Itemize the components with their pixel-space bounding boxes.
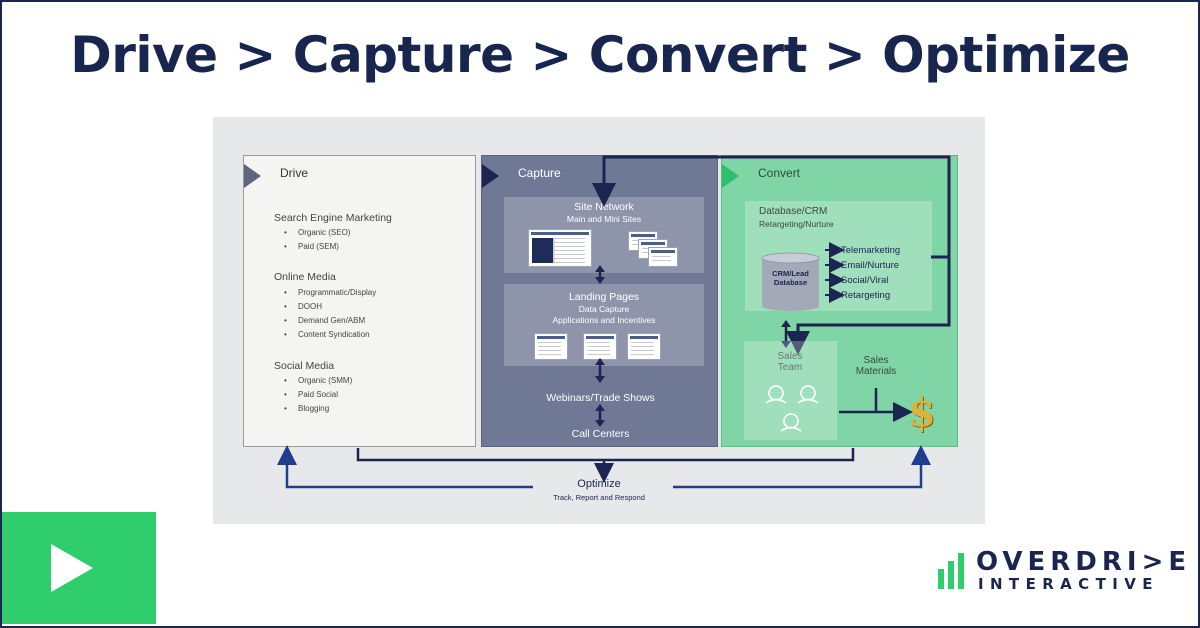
site-network-title: Site Network <box>574 201 634 213</box>
channel-item: Telemarketing <box>841 245 901 256</box>
play-button[interactable] <box>2 512 156 624</box>
channel-item: Retargeting <box>841 290 891 301</box>
drive-list-item: •Organic (SMM) <box>284 376 353 385</box>
drive-list-item: •Organic (SEO) <box>284 228 351 237</box>
optimize-arrow-icon <box>673 445 931 489</box>
play-icon <box>51 544 93 592</box>
sales-team-label: SalesTeam <box>745 351 835 373</box>
convert-arrow-icon <box>722 164 739 188</box>
landing-pages-title: Landing Pages <box>568 291 640 303</box>
loop-arrow-icon <box>786 255 951 355</box>
page-title: Drive > Capture > Convert > Optimize <box>70 26 1130 84</box>
webinars-label: Webinars/Trade Shows <box>546 392 655 404</box>
landing-pages-line: Data Capture <box>578 304 630 314</box>
drive-section-heading: Search Engine Marketing <box>274 212 392 224</box>
drive-list-item: •DOOH <box>284 302 322 311</box>
optimize-title: Optimize <box>577 478 621 490</box>
drive-list-item: •Programmatic/Display <box>284 288 377 297</box>
landing-pages-line: Applications and Incentives <box>552 315 656 325</box>
landing-page-screenshot <box>534 333 568 360</box>
sales-team-box <box>744 341 837 440</box>
website-screenshot <box>648 247 678 267</box>
company-logo: OVERDRI>E INTERACTIVE <box>936 547 1186 595</box>
call-centers-label: Call Centers <box>571 428 630 440</box>
drive-section-heading: Online Media <box>274 271 336 283</box>
optimize-arrow-icon <box>277 445 533 489</box>
optimize-subtitle: Track, Report and Respond <box>553 493 645 502</box>
channel-item: Email/Nurture <box>841 260 900 271</box>
landing-pages-box: Landing Pages Data Capture Applications … <box>504 284 704 366</box>
drive-title: Drive <box>280 166 309 180</box>
person-icon <box>765 385 819 432</box>
logo-wordmark: OVERDRI>E <box>976 547 1192 577</box>
drive-panel: Drive Search Engine Marketing •Organic (… <box>243 155 476 447</box>
channel-arrow-icon <box>825 242 845 303</box>
landing-page-screenshot <box>627 333 661 360</box>
site-network-subtitle: Main and Mini Sites <box>566 214 642 224</box>
drive-list-item: •Demand Gen/ABM <box>284 316 366 325</box>
drive-list-item: •Content Syndication <box>284 330 370 339</box>
capture-arrow-icon <box>482 164 499 188</box>
database-cylinder-icon <box>761 252 820 311</box>
drive-list-item: •Blogging <box>284 404 330 413</box>
diagram-connectors <box>277 155 951 489</box>
database-subtitle: Retargeting/Nurture <box>759 219 834 229</box>
logo-subtitle: INTERACTIVE <box>978 575 1159 593</box>
logo-bars-icon <box>938 553 964 589</box>
site-network-box: Site Network Main and Mini Sites <box>504 197 704 273</box>
database-title: Database/CRM <box>759 206 828 217</box>
capture-title: Capture <box>518 166 561 180</box>
drive-arrow-icon <box>244 164 261 188</box>
convert-title: Convert <box>758 166 801 180</box>
drive-section-heading: Social Media <box>274 360 335 372</box>
drive-list-item: •Paid (SEM) <box>284 242 339 251</box>
landing-page-screenshot <box>583 333 617 360</box>
funnel-diagram: Drive Search Engine Marketing •Organic (… <box>213 117 985 524</box>
drive-list-item: •Paid Social <box>284 390 339 399</box>
website-screenshot <box>528 229 592 267</box>
double-arrow-icon <box>595 265 605 427</box>
channel-item: Social/Viral <box>841 275 889 286</box>
loop-arrow-icon <box>592 155 951 262</box>
